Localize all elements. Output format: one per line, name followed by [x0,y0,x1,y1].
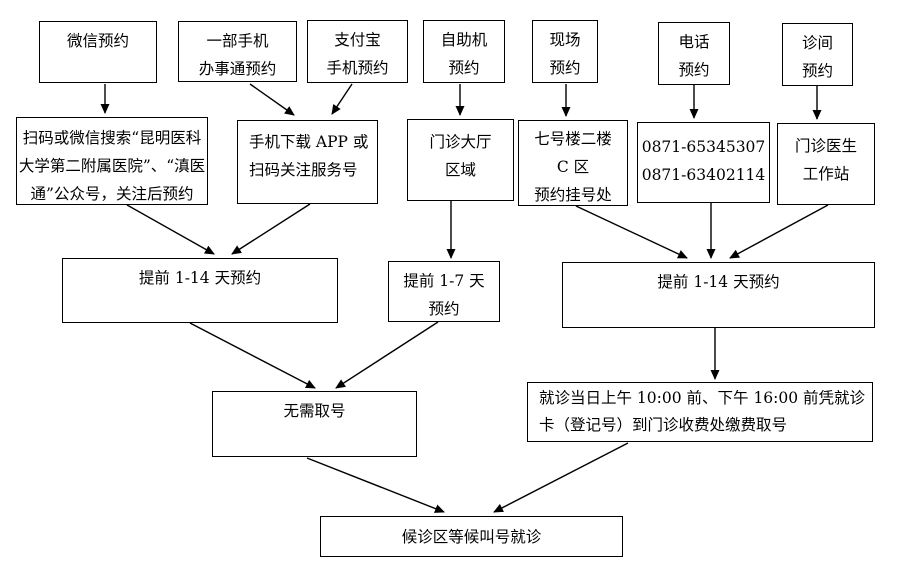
node-wechat-follow-detail: 扫码或微信搜索“昆明医科 大学第二附属医院”、“滇医 通”公众号，关注后预约 [16,117,208,205]
node-no-ticket-needed: 无需取号 [212,391,417,457]
node-telephone-appointment: 电话 预约 [658,22,730,85]
arrow-noticket-to-waiting [306,457,445,513]
arrow-detail-to-advance14-left [126,204,215,255]
node-building7-registration: 七号楼二楼 C 区 预约挂号处 [518,120,628,206]
node-self-service-kiosk-appointment: 自助机 预约 [423,20,505,83]
arrow-alipay-to-app [331,83,353,115]
node-onsite-appointment: 现场 预约 [532,20,598,83]
node-advance-1-14-left: 提前 1-14 天预约 [62,258,338,323]
node-wechat-appointment: 微信预约 [39,21,157,83]
node-outpatient-hall-area: 门诊大厅 区域 [407,119,514,201]
node-advance-1-14-right: 提前 1-14 天预约 [562,262,875,328]
arrow-advance14left-to-noticket [189,322,316,389]
node-waiting-area: 候诊区等候叫号就诊 [320,516,623,557]
arrow-payticket-to-waiting [493,442,629,513]
node-pay-and-take-ticket: 就诊当日上午 10:00 前、下午 16:00 前凭就诊 卡（登记号）到门诊收费… [527,382,873,442]
arrow-advance7-to-noticket [335,321,439,389]
node-mobile-gov-app-appointment: 一部手机 办事通预约 [178,21,297,82]
node-consult-room-appointment: 诊间 预约 [782,23,853,86]
arrow-app-to-advance14-left [231,203,311,255]
node-app-download-detail: 手机下载 APP 或 扫码关注服务号 [237,120,378,204]
node-doctor-workstation: 门诊医生 工作站 [777,123,875,205]
arrow-station-to-advance14-right [729,204,829,259]
node-phone-numbers: 0871-65345307 0871-63402114 [637,122,770,203]
node-advance-1-7: 提前 1-7 天 预约 [388,261,500,322]
node-alipay-appointment: 支付宝 手机预约 [307,20,408,83]
arrow-building7-to-advance14-right [575,205,688,259]
arrow-mobilegov-to-app [249,83,295,116]
